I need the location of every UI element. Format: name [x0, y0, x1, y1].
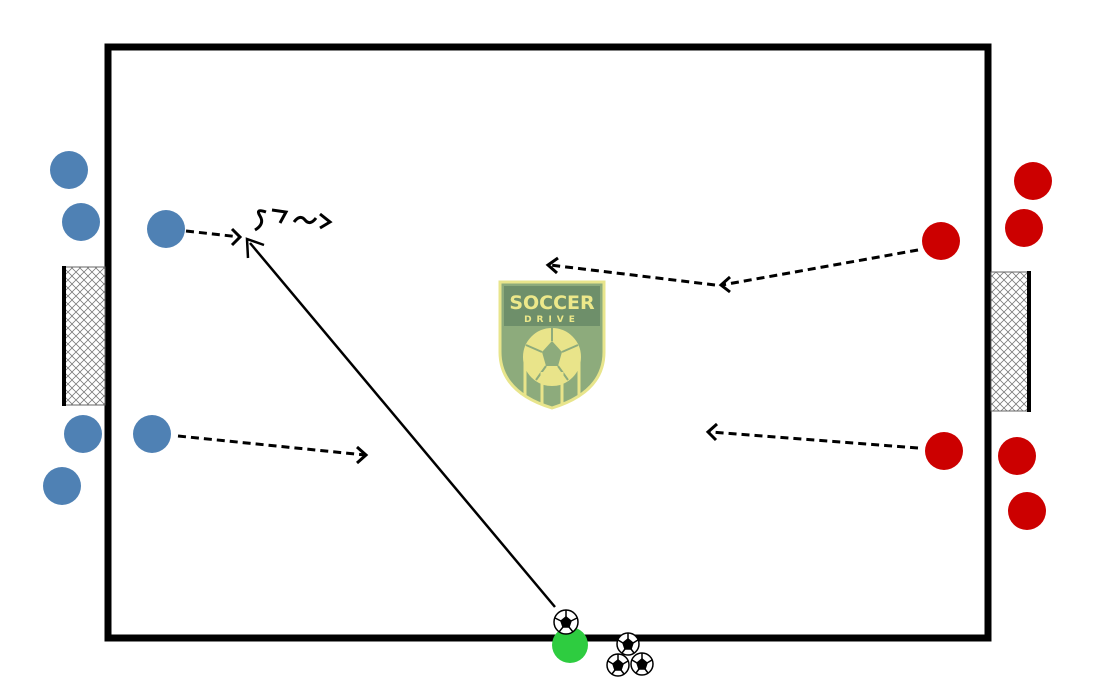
red-player — [1014, 162, 1052, 200]
red-player — [1008, 492, 1046, 530]
blue-run-lower-arrow — [177, 434, 369, 465]
blue-player — [64, 415, 102, 453]
red-player — [1005, 209, 1043, 247]
blue-player — [133, 415, 171, 453]
red-player — [998, 437, 1036, 475]
blue-run-upper-arrow — [185, 227, 243, 247]
soccer-drive-logo: SOCCER DRIVE — [498, 280, 606, 410]
logo-text-line2: DRIVE — [524, 315, 580, 325]
blue-team — [43, 151, 185, 505]
red-run-lower-arrow — [705, 422, 919, 450]
field-boundary — [104, 43, 992, 642]
red-team — [922, 162, 1052, 530]
coach-pass-arrow — [245, 237, 556, 608]
red-run-upper-arrow — [545, 248, 919, 294]
soccer-ball-icon — [616, 632, 640, 656]
soccer-balls — [553, 609, 654, 677]
coach-player — [552, 627, 588, 663]
soccer-ball-icon — [553, 609, 579, 635]
blue-player — [50, 151, 88, 189]
right-goal — [990, 271, 1031, 412]
blue-player — [43, 467, 81, 505]
blue-player — [147, 210, 185, 248]
blue-player — [62, 203, 100, 241]
movement-arrows — [177, 208, 919, 608]
soccer-ball-icon — [606, 653, 630, 677]
soccer-ball-icon — [630, 652, 654, 676]
dribble-squiggle-arrow — [254, 208, 333, 232]
logo-text-line1: SOCCER — [509, 292, 595, 314]
red-player — [925, 432, 963, 470]
logo-ball-icon — [521, 326, 583, 404]
left-goal — [62, 266, 106, 406]
red-player — [922, 222, 960, 260]
